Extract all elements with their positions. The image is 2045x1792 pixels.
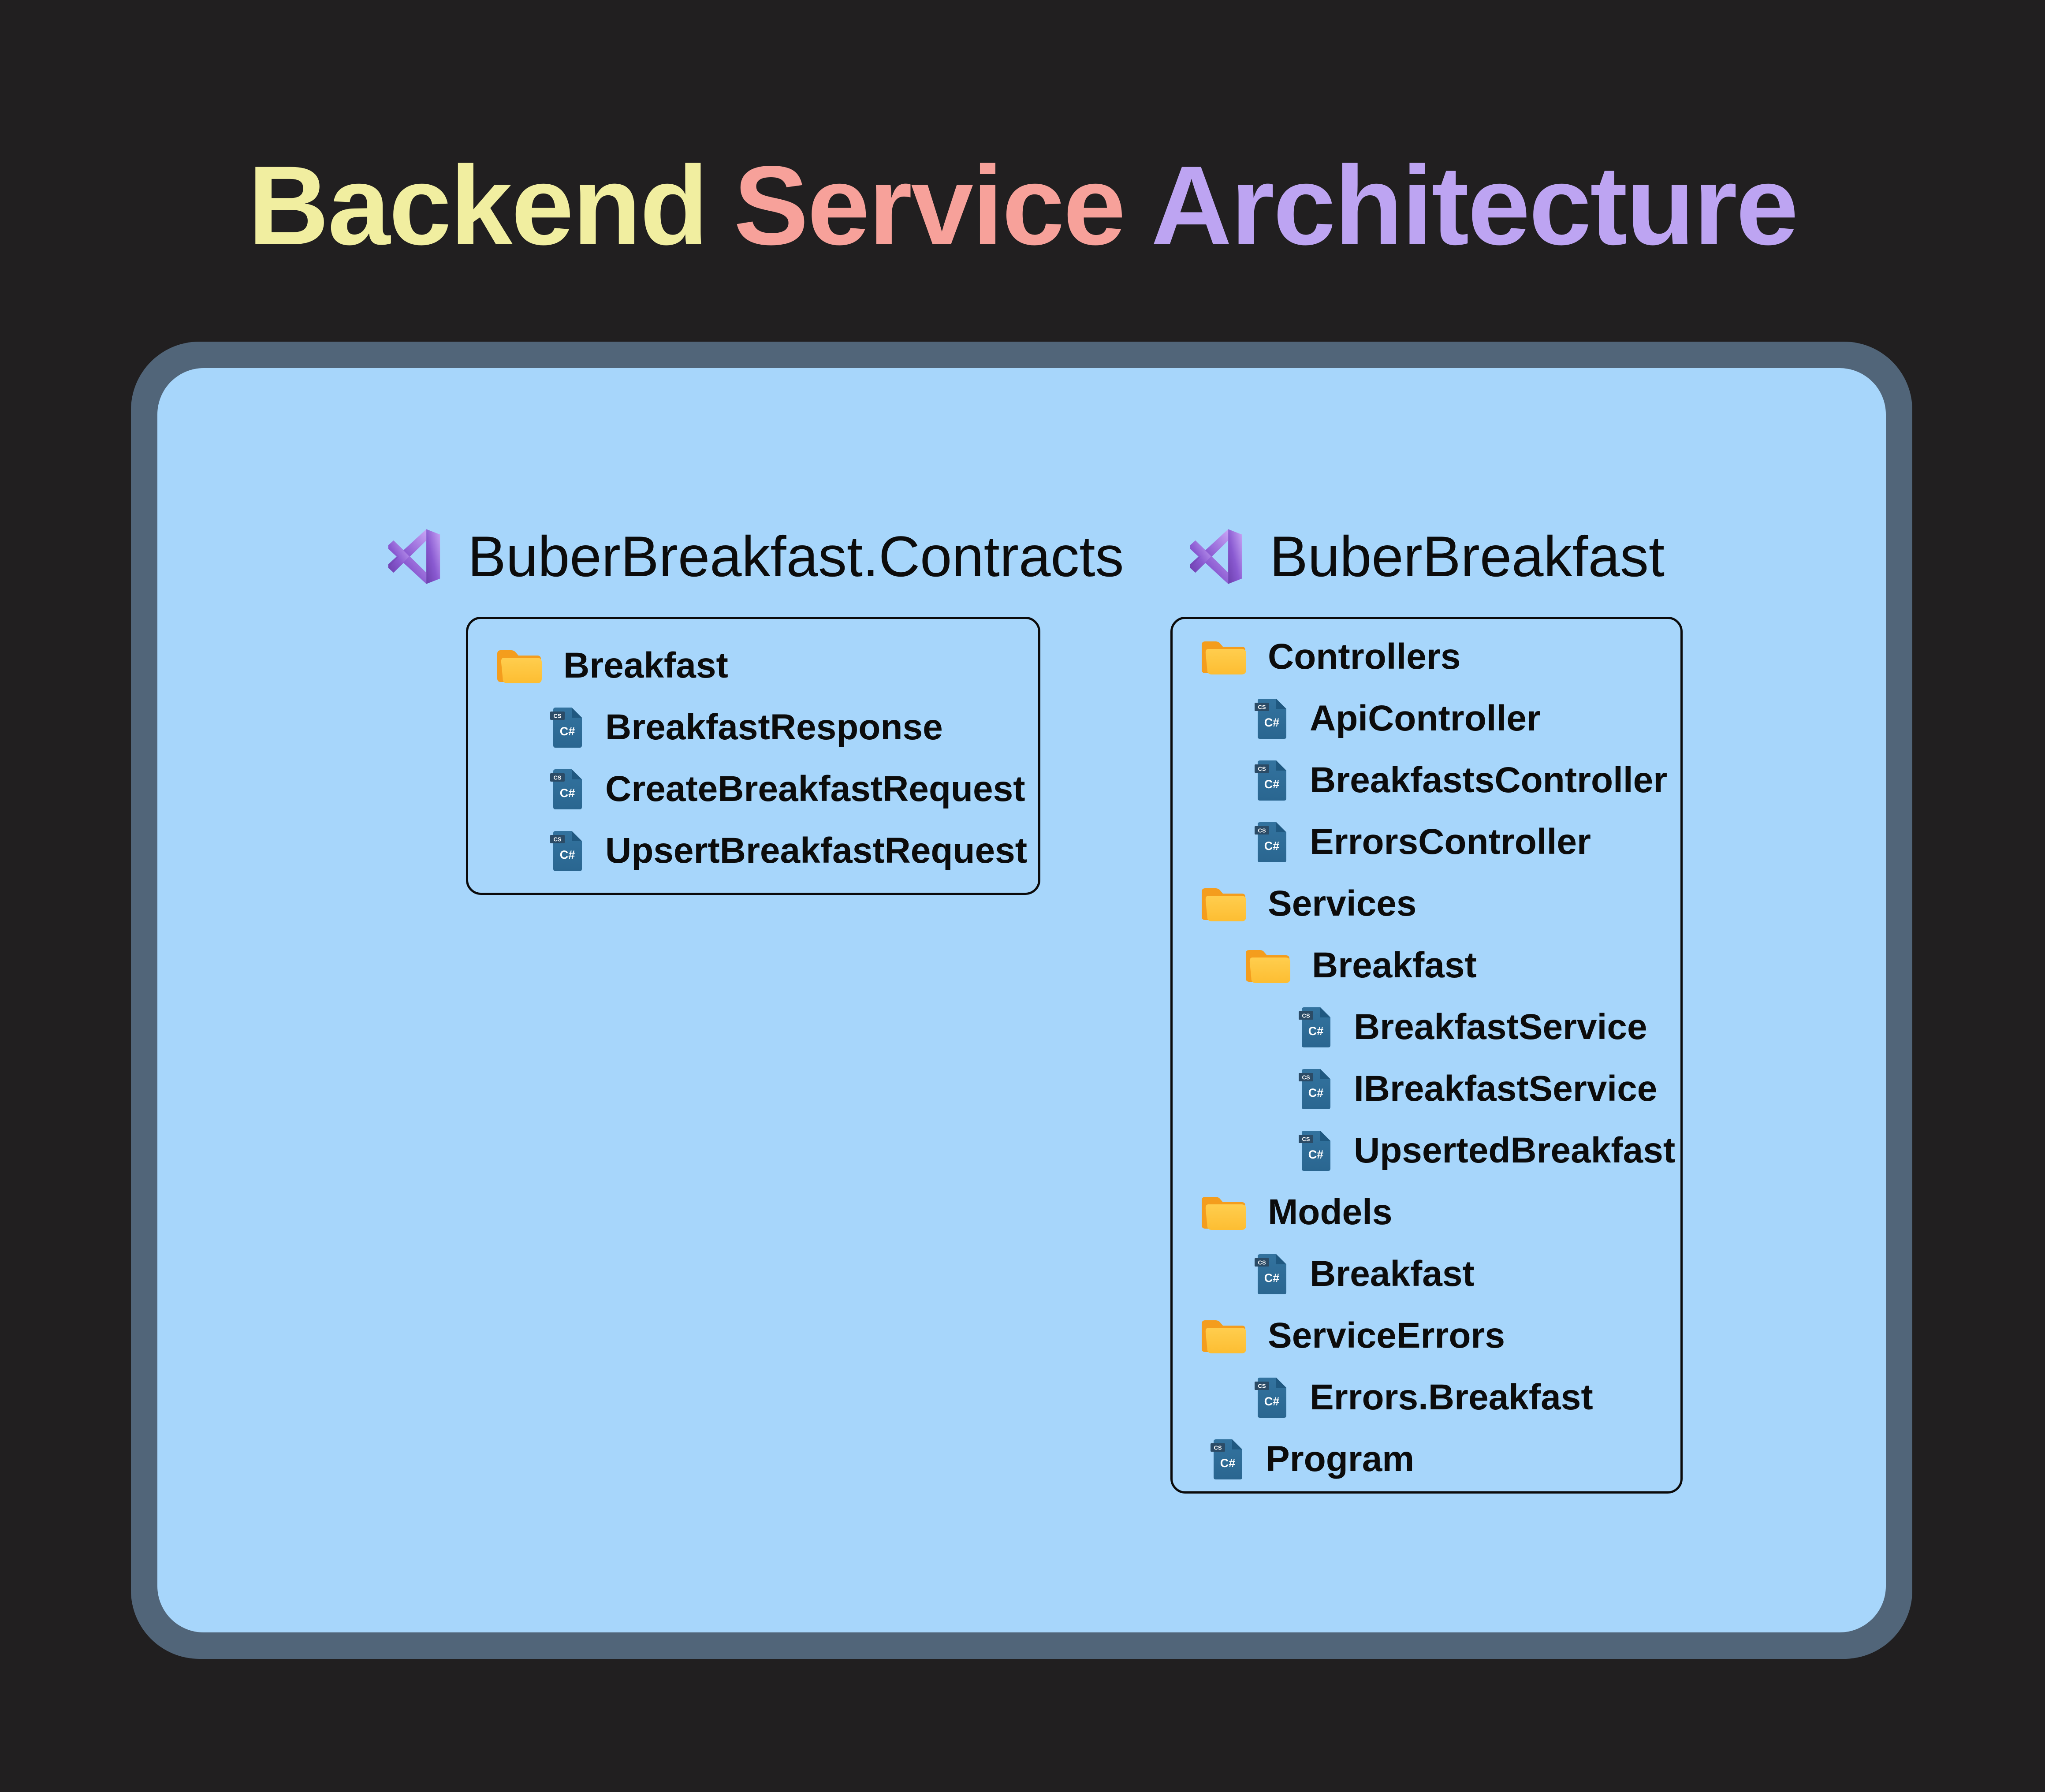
csharp-file-icon: CS C# (550, 707, 582, 748)
tree-row: Services (1173, 873, 1680, 935)
tree-item-label: Models (1268, 1192, 1393, 1232)
tree-row: Models (1173, 1181, 1680, 1243)
folder-icon (1202, 888, 1246, 921)
tree-row: CS C# BreakfastService (1173, 996, 1680, 1058)
csharp-file-icon: CS C# (1255, 698, 1286, 739)
architecture-panel: BuberBreakfast.Contracts BuberBreakfast … (131, 342, 1912, 1659)
title-word-service: Service (734, 143, 1125, 268)
tree-row: CS C# Program (1173, 1428, 1680, 1490)
visual-studio-icon (387, 527, 447, 586)
cs-badge-text: CS (553, 836, 561, 842)
tree-item-label: UpsertedBreakfast (1354, 1130, 1676, 1170)
csharp-label-text: C# (1264, 716, 1280, 729)
tree-item-label: Program (1266, 1439, 1415, 1479)
visual-studio-icon (1189, 527, 1248, 586)
tree-item-label: CreateBreakfastRequest (605, 769, 1025, 809)
tree-row: CS C# BreakfastResponse (468, 697, 1038, 758)
folder-icon (1246, 950, 1290, 983)
csharp-file-icon: CS C# (550, 831, 582, 871)
cs-badge-text: CS (1258, 1382, 1266, 1389)
tree-row: CS C# ApiController (1173, 688, 1680, 749)
main-project-tree: Controllers CS C# ApiController CS C# Br… (1170, 617, 1683, 1494)
csharp-file-icon: CS C# (1299, 1130, 1330, 1171)
tree-item-label: Services (1268, 883, 1417, 924)
cs-badge-text: CS (553, 774, 561, 781)
tree-item-label: BreakfastService (1354, 1007, 1647, 1047)
csharp-label-text: C# (1264, 1395, 1280, 1408)
cs-badge-text: CS (1302, 1136, 1310, 1142)
tree-item-label: Controllers (1268, 637, 1461, 677)
tree-row: CS C# IBreakfastService (1173, 1058, 1680, 1120)
csharp-label-text: C# (560, 848, 575, 861)
csharp-file-icon: CS C# (1255, 1377, 1286, 1418)
csharp-label-text: C# (1264, 778, 1280, 791)
tree-item-label: IBreakfastService (1354, 1069, 1658, 1109)
csharp-label-text: C# (560, 725, 575, 738)
tree-item-label: UpsertBreakfastRequest (605, 831, 1028, 871)
csharp-file-icon: CS C# (1211, 1439, 1242, 1479)
tree-row: Controllers (1173, 626, 1680, 688)
folder-icon (1202, 641, 1246, 674)
tree-row: Breakfast (1173, 935, 1680, 996)
csharp-file-icon: CS C# (1299, 1007, 1330, 1047)
project-name: BuberBreakfast.Contracts (468, 524, 1124, 589)
csharp-label-text: C# (560, 786, 575, 800)
folder-icon (497, 650, 542, 683)
csharp-label-text: C# (1308, 1025, 1324, 1038)
cs-badge-text: CS (1258, 1259, 1266, 1266)
tree-row: Breakfast (468, 635, 1038, 697)
csharp-file-icon: CS C# (550, 769, 582, 809)
visual-studio-logo (388, 529, 440, 584)
tree-row: CS C# ErrorsController (1173, 811, 1680, 873)
cs-badge-text: CS (1258, 827, 1266, 834)
folder-icon (1202, 1196, 1246, 1230)
tree-row: CS C# BreakfastsController (1173, 749, 1680, 811)
tree-row: CS C# CreateBreakfastRequest (468, 758, 1038, 820)
csharp-file-icon: CS C# (1255, 1254, 1286, 1294)
csharp-file-icon: CS C# (1255, 822, 1286, 862)
csharp-label-text: C# (1308, 1148, 1324, 1161)
tree-item-label: BreakfastResponse (605, 707, 943, 747)
cs-badge-text: CS (1302, 1074, 1310, 1080)
cs-badge-text: CS (1214, 1444, 1222, 1451)
contracts-project-tree: Breakfast CS C# BreakfastResponse CS C# … (466, 617, 1040, 895)
project-header-contracts: BuberBreakfast.Contracts (387, 523, 1124, 589)
folder-icon (1202, 1320, 1246, 1353)
title-word-architecture: Architecture (1151, 143, 1799, 268)
tree-item-label: BreakfastsController (1310, 760, 1668, 800)
tree-row: ServiceErrors (1173, 1305, 1680, 1367)
csharp-label-text: C# (1220, 1457, 1236, 1470)
csharp-file-icon: CS C# (1299, 1069, 1330, 1109)
visual-studio-logo (1190, 529, 1242, 584)
project-name: BuberBreakfast (1270, 524, 1665, 589)
cs-badge-text: CS (1258, 704, 1266, 710)
tree-item-label: ApiController (1310, 698, 1541, 738)
tree-row: CS C# Errors.Breakfast (1173, 1367, 1680, 1428)
title-word-backend: Backend (248, 143, 708, 268)
project-header-main: BuberBreakfast (1189, 523, 1665, 589)
tree-item-label: Breakfast (1310, 1254, 1475, 1294)
architecture-panel-inner: BuberBreakfast.Contracts BuberBreakfast … (157, 368, 1886, 1632)
cs-badge-text: CS (553, 712, 561, 719)
csharp-file-icon: CS C# (1255, 760, 1286, 801)
csharp-label-text: C# (1264, 1271, 1280, 1285)
tree-row: CS C# UpsertedBreakfast (1173, 1120, 1680, 1181)
tree-item-label: Breakfast (1312, 945, 1477, 985)
tree-item-label: Breakfast (563, 645, 728, 686)
tree-item-label: ErrorsController (1310, 822, 1591, 862)
tree-row: CS C# UpsertBreakfastRequest (468, 820, 1038, 882)
csharp-label-text: C# (1264, 839, 1280, 853)
tree-row: CS C# Breakfast (1173, 1243, 1680, 1305)
cs-badge-text: CS (1302, 1012, 1310, 1019)
cs-badge-text: CS (1258, 765, 1266, 772)
csharp-label-text: C# (1308, 1086, 1324, 1099)
tree-item-label: Errors.Breakfast (1310, 1377, 1593, 1417)
tree-item-label: ServiceErrors (1268, 1315, 1505, 1356)
